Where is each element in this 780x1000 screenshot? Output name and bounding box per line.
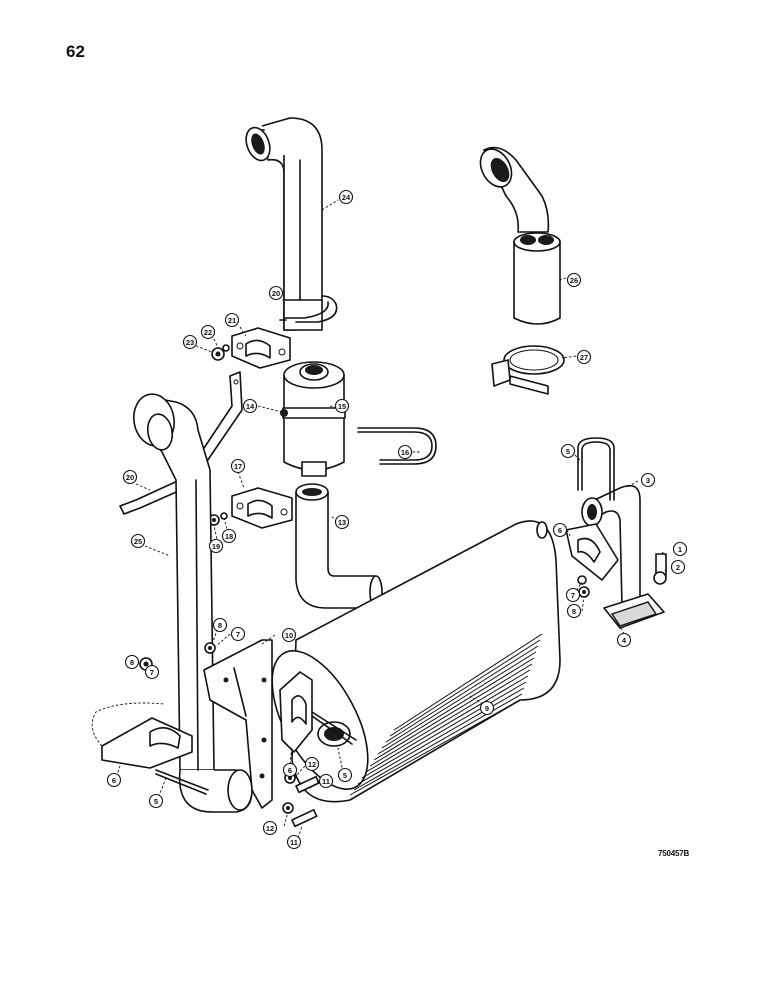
upper-clamp bbox=[231, 327, 291, 369]
vertical-exhaust-stack bbox=[245, 117, 323, 331]
callout-label: 25 bbox=[134, 537, 142, 546]
callout-c3: 3 bbox=[640, 472, 656, 488]
callout-c10: 10 bbox=[281, 627, 297, 643]
tail-pipe bbox=[479, 146, 561, 325]
callout-label: 8 bbox=[218, 621, 222, 630]
callout-label: 7 bbox=[571, 591, 575, 600]
lower-left-clamp bbox=[91, 702, 209, 795]
callout-c8b: 8 bbox=[212, 617, 228, 633]
callout-label: 22 bbox=[204, 328, 212, 337]
callout-label: 14 bbox=[246, 402, 255, 411]
callout-c2: 2 bbox=[670, 559, 686, 575]
callout-c6c: 6 bbox=[106, 772, 122, 788]
callout-c23: 23 bbox=[182, 334, 198, 350]
callout-label: 26 bbox=[570, 276, 578, 285]
callout-label: 5 bbox=[566, 447, 570, 456]
callout-c11a: 11 bbox=[318, 773, 334, 789]
callout-label: 3 bbox=[646, 476, 650, 485]
callout-label: 23 bbox=[186, 338, 194, 347]
callout-c24: 24 bbox=[338, 189, 354, 205]
callout-c7c: 7 bbox=[144, 664, 160, 680]
callout-c20b: 20 bbox=[122, 469, 138, 485]
callout-label: 8 bbox=[572, 607, 576, 616]
callout-c18: 18 bbox=[221, 528, 237, 544]
upper-nuts bbox=[211, 344, 230, 361]
callout-c6a: 6 bbox=[552, 522, 568, 538]
drawing-reference-number: 750457B bbox=[658, 849, 690, 858]
middle-clamp bbox=[231, 487, 293, 529]
callout-label: 11 bbox=[322, 777, 330, 786]
callout-c1: 1 bbox=[672, 541, 688, 557]
callout-label: 7 bbox=[236, 630, 240, 639]
callout-c5c: 5 bbox=[337, 767, 353, 783]
callout-label: 16 bbox=[401, 448, 409, 457]
callout-label: 19 bbox=[212, 542, 220, 551]
callout-label: 12 bbox=[308, 760, 316, 769]
callout-c13: 13 bbox=[334, 514, 350, 530]
callout-label: 12 bbox=[266, 824, 274, 833]
upper-muffler bbox=[280, 361, 346, 477]
right-top-u-bolt bbox=[577, 437, 615, 501]
callout-label: 24 bbox=[342, 193, 351, 202]
callout-label: 5 bbox=[154, 797, 158, 806]
upper-u-bolt bbox=[279, 295, 338, 323]
callout-label: 17 bbox=[234, 462, 242, 471]
lower-elbow-pipe bbox=[295, 483, 383, 609]
right-u-bolt bbox=[357, 427, 437, 465]
callout-label: 20 bbox=[126, 473, 134, 482]
callout-c27: 27 bbox=[576, 349, 592, 365]
callout-c9: 9 bbox=[479, 700, 495, 716]
callout-c12b: 12 bbox=[262, 820, 278, 836]
band-clamp bbox=[491, 345, 565, 395]
callout-c15: 15 bbox=[334, 398, 350, 414]
callout-c8a: 8 bbox=[566, 603, 582, 619]
callout-c19: 19 bbox=[208, 538, 224, 554]
callout-label: 11 bbox=[290, 838, 298, 847]
callout-label: 9 bbox=[485, 704, 489, 713]
callout-c16: 16 bbox=[397, 444, 413, 460]
callout-label: 20 bbox=[272, 289, 280, 298]
mounting-plate bbox=[203, 639, 273, 809]
callout-c11b: 11 bbox=[286, 834, 302, 850]
callout-label: 7 bbox=[150, 668, 154, 677]
callout-c6b: 6 bbox=[282, 762, 298, 778]
lower-bolts bbox=[282, 772, 320, 828]
callout-c25: 25 bbox=[130, 533, 146, 549]
callout-c4: 4 bbox=[616, 632, 632, 648]
callout-label: 5 bbox=[343, 771, 347, 780]
main-muffler bbox=[271, 520, 561, 803]
callout-label: 4 bbox=[622, 636, 627, 645]
callout-label: 8 bbox=[130, 658, 134, 667]
callout-c26: 26 bbox=[566, 272, 582, 288]
callout-label: 13 bbox=[338, 518, 346, 527]
callout-c7a: 7 bbox=[565, 587, 581, 603]
callout-c17: 17 bbox=[230, 458, 246, 474]
callout-label: 2 bbox=[676, 563, 680, 572]
callout-label: 1 bbox=[678, 545, 682, 554]
callout-label: 10 bbox=[285, 631, 293, 640]
callout-label: 15 bbox=[338, 402, 346, 411]
callout-c7b: 7 bbox=[230, 626, 246, 642]
left-exhaust-stack bbox=[132, 393, 253, 813]
callout-c20a: 20 bbox=[268, 285, 284, 301]
callout-label: 21 bbox=[228, 316, 236, 325]
callout-label: 6 bbox=[288, 766, 292, 775]
callout-label: 6 bbox=[558, 526, 562, 535]
callout-c8c: 8 bbox=[124, 654, 140, 670]
callout-label: 18 bbox=[225, 532, 233, 541]
right-clamp bbox=[565, 523, 619, 581]
muffler-inlet-clamp bbox=[279, 671, 357, 753]
callout-c21: 21 bbox=[224, 312, 240, 328]
callout-c12a: 12 bbox=[304, 756, 320, 772]
callout-c5a: 5 bbox=[560, 443, 576, 459]
callout-c22: 22 bbox=[200, 324, 216, 340]
callout-c5b: 5 bbox=[148, 793, 164, 809]
callout-label: 6 bbox=[112, 776, 116, 785]
callout-c14: 14 bbox=[242, 398, 258, 414]
callout-label: 27 bbox=[580, 353, 588, 362]
page-number: 62 bbox=[66, 42, 85, 61]
